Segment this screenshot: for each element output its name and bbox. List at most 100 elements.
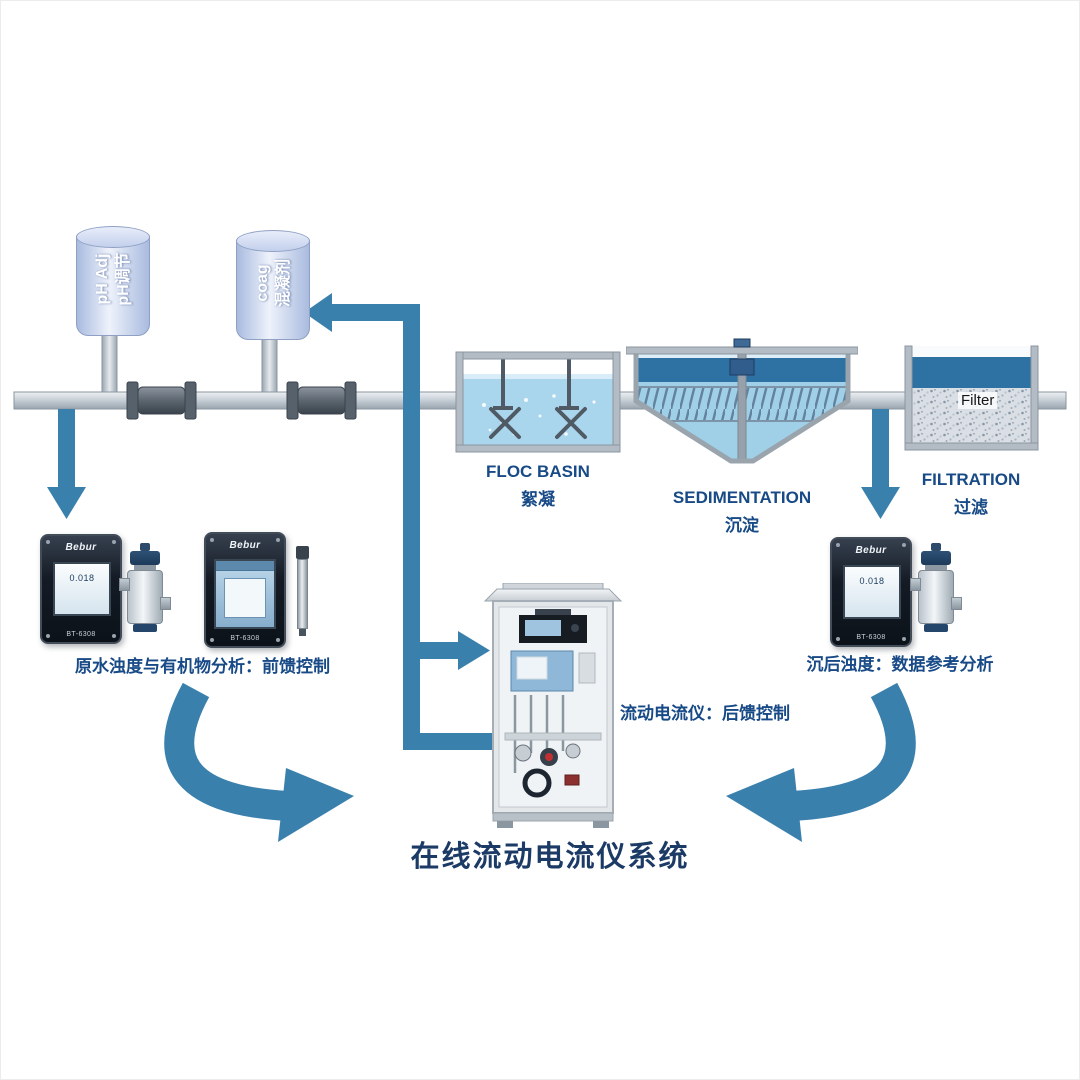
ph-dosing-tank: pH Adj pH调节 <box>76 226 150 336</box>
cabinet-base <box>492 812 614 822</box>
floc-basin-label-zh: 絮凝 <box>521 490 555 509</box>
coagulant-dosing-tank: coag 混凝剂 <box>236 230 310 340</box>
screen-header-bar <box>216 561 274 571</box>
screw-icon <box>902 637 906 641</box>
ph-tank-label-zh: pH调节 <box>115 252 132 306</box>
sensor-foot <box>133 624 157 632</box>
coag-tank-label-zh: 混凝剂 <box>275 259 292 308</box>
filter-water <box>912 357 1031 388</box>
ph-tank-body <box>76 236 150 336</box>
coag-tank-label-en: coag <box>254 264 271 302</box>
analyzer-screen: 0.018 <box>843 565 901 619</box>
analyzer-brand: Bebur <box>65 542 97 553</box>
filtration-label-zh: 过滤 <box>954 498 988 517</box>
feedback-dosing-line <box>304 293 503 750</box>
sedimentation-graphic <box>626 338 858 464</box>
screw-icon <box>902 543 906 547</box>
cabinet-coil <box>522 768 552 798</box>
cabinet-pumps <box>514 743 581 766</box>
analyzer-reading: 0.018 <box>859 576 885 586</box>
coag-tank-body <box>236 240 310 340</box>
settled-water-annotation: 沉后浊度：数据参考分析 <box>806 655 994 674</box>
screw-icon <box>210 538 214 542</box>
screw-icon <box>112 634 116 638</box>
raw-sample-down-arrow <box>47 409 86 519</box>
ph-tank-label: pH Adj pH调节 <box>90 228 136 330</box>
turbidity-analyzer-right: Bebur 0.018 BT-6308 <box>830 537 912 647</box>
ph-tank-label-en: pH Adj <box>94 253 111 305</box>
analyzer-reading: 0.018 <box>69 573 95 583</box>
analyzer-brand: Bebur <box>855 545 887 556</box>
sensor-port <box>160 597 171 610</box>
screw-icon <box>276 538 280 542</box>
probe-head <box>296 546 309 559</box>
page-title: 在线流动电流仪系统 <box>410 841 690 873</box>
screw-icon <box>836 543 840 547</box>
analyzer-touchscreen <box>214 559 276 629</box>
sensor-cap <box>130 551 160 565</box>
turbidity-sensor-right <box>910 543 962 635</box>
turbidity-sensor-left <box>119 543 171 635</box>
coag-tank-stem <box>261 337 278 399</box>
sensor-foot <box>924 624 948 632</box>
sensor-nipple <box>140 543 150 551</box>
sensor-port <box>910 578 921 591</box>
screw-icon <box>46 634 50 638</box>
floc-mixer-2 <box>555 359 587 439</box>
cabinet-foot <box>593 821 609 828</box>
cabinet-foot <box>497 821 513 828</box>
probe-body <box>297 559 308 629</box>
floc-mixer-1 <box>489 359 521 439</box>
sensor-cap <box>921 551 951 565</box>
coag-tank-lid <box>236 230 310 252</box>
right-circulation-arrow <box>726 682 916 842</box>
organics-probe <box>296 546 309 638</box>
sedimentation-label-en: SEDIMENTATION <box>672 488 812 507</box>
cabinet-controller <box>519 609 587 643</box>
left-circulation-arrow <box>164 682 354 842</box>
analyzer-brand: Bebur <box>229 540 261 551</box>
sed-bridge <box>626 346 858 355</box>
filter-media-label: Filter <box>958 392 998 409</box>
screw-icon <box>276 638 280 642</box>
filtration-label-en: FILTRATION <box>921 470 1021 489</box>
cabinet-tray <box>504 732 602 741</box>
floc-basin-graphic <box>455 351 621 453</box>
analyzer-model: BT-6308 <box>66 631 96 638</box>
sensor-port <box>119 578 130 591</box>
ph-tank-lid <box>76 226 150 248</box>
turbidity-analyzer-left: Bebur 0.018 BT-6308 <box>40 534 122 644</box>
screw-icon <box>210 638 214 642</box>
coag-tank-label: coag 混凝剂 <box>250 232 296 334</box>
screen-content-panel <box>224 578 266 618</box>
sedimentation-label-zh: 沉淀 <box>725 516 759 535</box>
cabinet-crown <box>483 588 623 602</box>
sensor-neck <box>134 565 156 570</box>
dosing-pump-2 <box>286 381 357 420</box>
cabinet-valve <box>564 774 580 786</box>
settled-sample-down-arrow <box>861 409 900 519</box>
floc-basin-label-en: FLOC BASIN <box>486 462 590 481</box>
streaming-current-annotation: 流动电流仪：后馈控制 <box>620 704 790 723</box>
sed-walls <box>633 347 851 464</box>
screw-icon <box>112 540 116 544</box>
raw-water-annotation: 原水浊度与有机物分析：前馈控制 <box>75 657 330 676</box>
sed-drive-motor <box>729 338 755 376</box>
floc-water-surface <box>463 374 613 379</box>
sensor-neck <box>925 565 947 570</box>
analyzer-model: BT-6308 <box>230 635 260 642</box>
ph-tank-stem <box>101 333 118 399</box>
analyzer-model: BT-6308 <box>856 634 886 641</box>
organics-analyzer-left: Bebur BT-6308 <box>204 532 286 648</box>
streaming-current-cabinet <box>483 583 623 828</box>
screw-icon <box>46 540 50 544</box>
sensor-body <box>119 570 171 624</box>
dosing-pump-1 <box>126 381 197 420</box>
floc-water <box>463 374 613 445</box>
analyzer-screen: 0.018 <box>53 562 111 616</box>
sensor-nipple <box>931 543 941 551</box>
floc-walls <box>455 351 621 453</box>
screw-icon <box>836 637 840 641</box>
